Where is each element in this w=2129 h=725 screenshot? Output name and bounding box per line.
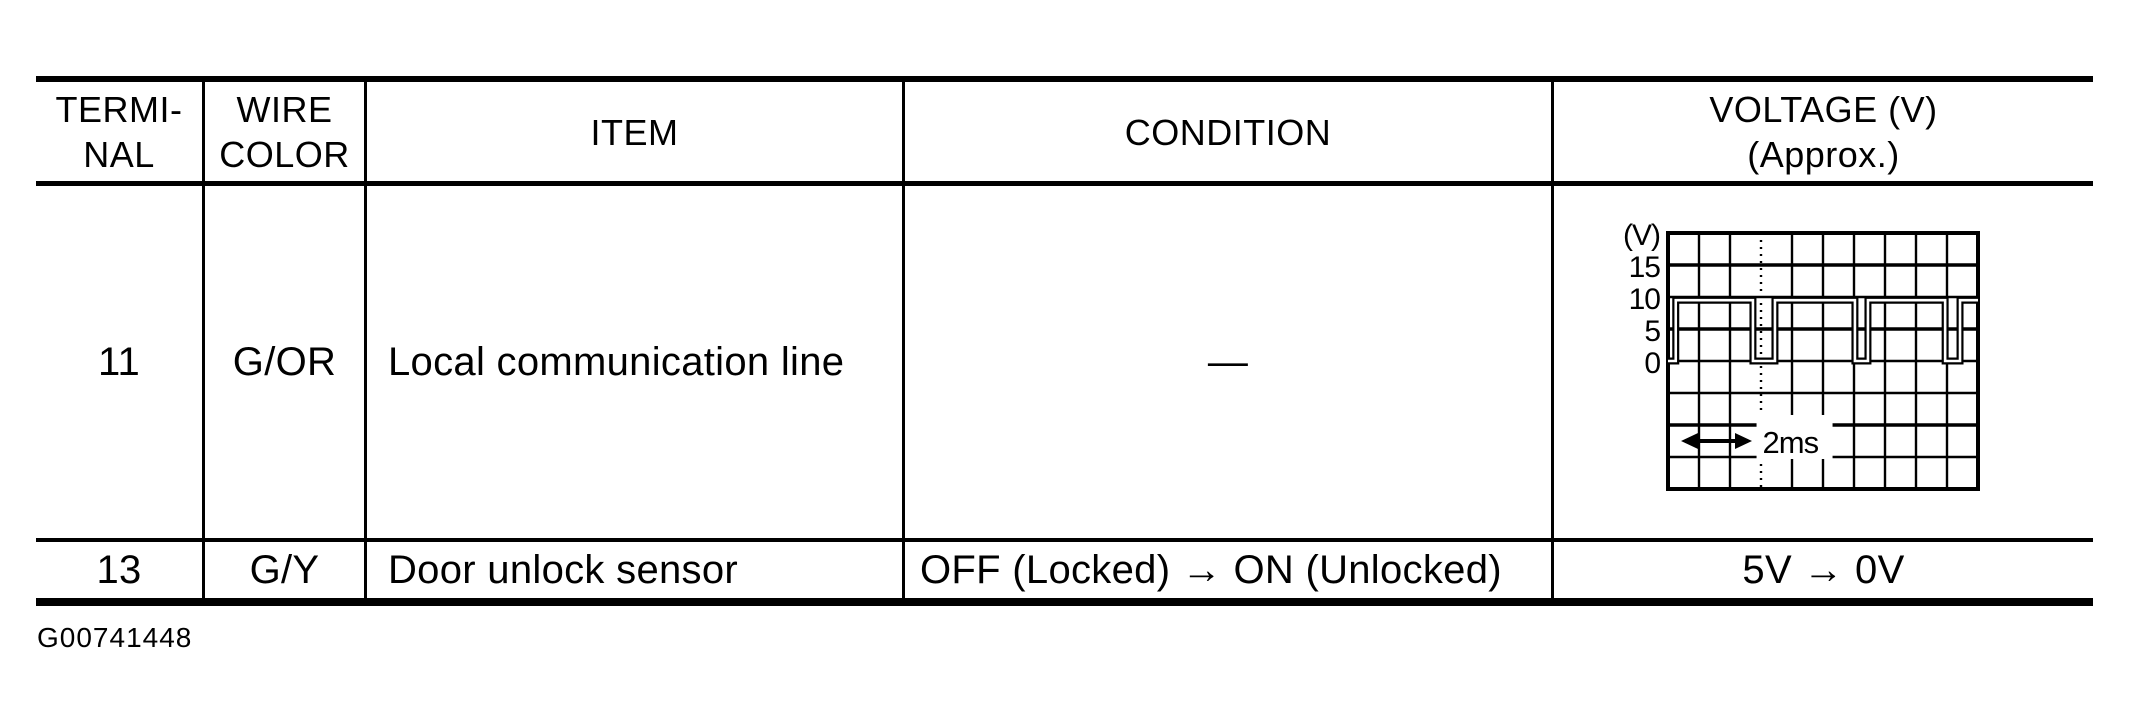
table-border-top — [36, 76, 2093, 82]
header-cell-voltage: VOLTAGE (V) (Approx.) — [1709, 89, 1938, 175]
header-cell-terminal: TERMI- NAL — [55, 89, 183, 175]
header-cell-item: ITEM — [590, 111, 679, 153]
column-divider-condition-voltage — [1551, 76, 1554, 606]
column-divider-item-condition — [902, 76, 905, 606]
header-cell-wire-color: WIRE COLOR — [219, 89, 350, 175]
cell-item-11: Local communication line — [388, 339, 845, 384]
header-cell-condition: CONDITION — [1124, 111, 1332, 153]
table-header-rule — [36, 181, 2093, 186]
cell-terminal-11: 11 — [97, 339, 141, 384]
figure-code: G00741448 — [37, 622, 193, 653]
svg-text:0: 0 — [1644, 347, 1660, 380]
column-divider-wire-item — [364, 76, 367, 606]
svg-text:(V): (V) — [1623, 219, 1660, 252]
cell-voltage-13: 5V → 0V — [1742, 547, 1905, 592]
cell-condition-11: — — [1207, 339, 1249, 384]
table-border-bottom — [36, 598, 2093, 606]
svg-text:2ms: 2ms — [1763, 425, 1819, 460]
svg-text:5: 5 — [1644, 315, 1660, 348]
cell-condition-13: OFF (Locked) → ON (Unlocked) — [920, 547, 1502, 592]
table-row-separator — [36, 538, 2093, 542]
column-divider-terminal-wire — [202, 76, 205, 606]
svg-text:15: 15 — [1629, 251, 1661, 284]
cell-wire-color-11: G/OR — [232, 339, 337, 384]
cell-item-13: Door unlock sensor — [388, 547, 739, 592]
cell-wire-color-13: G/Y — [249, 547, 320, 592]
cell-terminal-13: 13 — [96, 547, 142, 592]
svg-text:10: 10 — [1629, 283, 1661, 316]
